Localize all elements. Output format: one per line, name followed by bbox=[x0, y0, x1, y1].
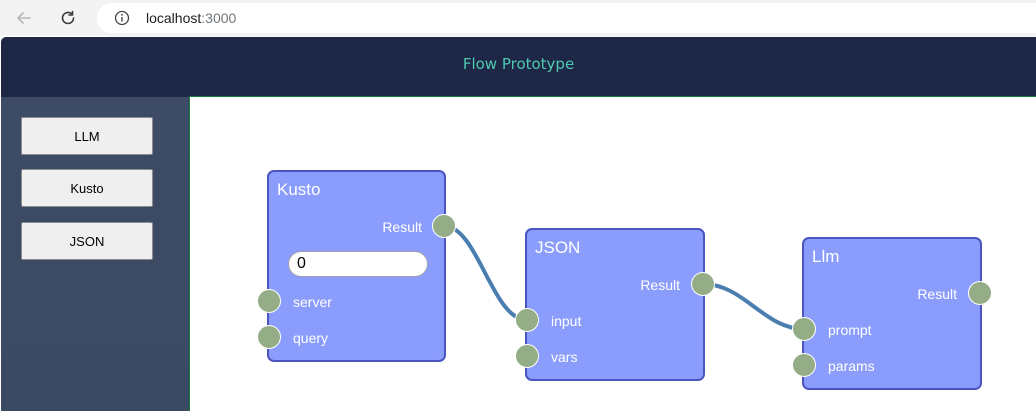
url-text[interactable]: localhost:3000 bbox=[146, 10, 236, 26]
node-title: JSON bbox=[535, 238, 581, 257]
kusto-result-port[interactable] bbox=[432, 214, 456, 238]
add-kusto-button[interactable]: Kusto bbox=[21, 169, 153, 207]
input-label-server: server bbox=[293, 294, 332, 310]
output-label: Result bbox=[640, 277, 680, 293]
back-button[interactable] bbox=[12, 6, 36, 30]
add-llm-button[interactable]: LLM bbox=[21, 117, 153, 155]
app-title: Flow Prototype bbox=[462, 55, 575, 73]
reload-icon bbox=[61, 10, 75, 25]
llm-node[interactable]: Llm Result prompt params bbox=[802, 237, 982, 390]
output-label: Result bbox=[382, 219, 422, 235]
node-title: Llm bbox=[812, 247, 840, 266]
llm-params-port[interactable] bbox=[792, 353, 816, 377]
url-port: :3000 bbox=[201, 10, 237, 26]
input-label-input: input bbox=[551, 313, 582, 329]
address-bar[interactable]: localhost:3000 bbox=[97, 3, 1036, 33]
sidebar: LLM Kusto JSON bbox=[1, 97, 189, 411]
input-label-vars: vars bbox=[551, 349, 578, 365]
node-title: Kusto bbox=[277, 180, 321, 199]
input-label-query: query bbox=[293, 330, 329, 346]
json-node[interactable]: JSON Result input vars bbox=[525, 228, 705, 381]
kusto-query-port[interactable] bbox=[257, 325, 281, 349]
add-json-button[interactable]: JSON bbox=[21, 222, 153, 260]
input-label-params: params bbox=[828, 358, 875, 374]
json-input-port[interactable] bbox=[515, 308, 539, 332]
json-result-port[interactable] bbox=[691, 272, 715, 296]
info-icon[interactable] bbox=[114, 10, 130, 26]
llm-result-port[interactable] bbox=[968, 281, 992, 305]
kusto-value-input[interactable] bbox=[288, 251, 428, 277]
kusto-node[interactable]: Kusto Result server query bbox=[267, 170, 446, 362]
kusto-server-port[interactable] bbox=[257, 289, 281, 313]
reload-button[interactable] bbox=[56, 6, 80, 30]
browser-toolbar: localhost:3000 bbox=[0, 0, 1036, 36]
output-label: Result bbox=[917, 286, 957, 302]
app-header: Flow Prototype bbox=[1, 37, 1036, 97]
input-label-prompt: prompt bbox=[828, 322, 872, 338]
llm-prompt-port[interactable] bbox=[792, 317, 816, 341]
header-divider bbox=[189, 96, 1036, 97]
json-vars-port[interactable] bbox=[515, 344, 539, 368]
url-host: localhost bbox=[146, 10, 202, 26]
arrow-left-icon bbox=[17, 12, 31, 24]
